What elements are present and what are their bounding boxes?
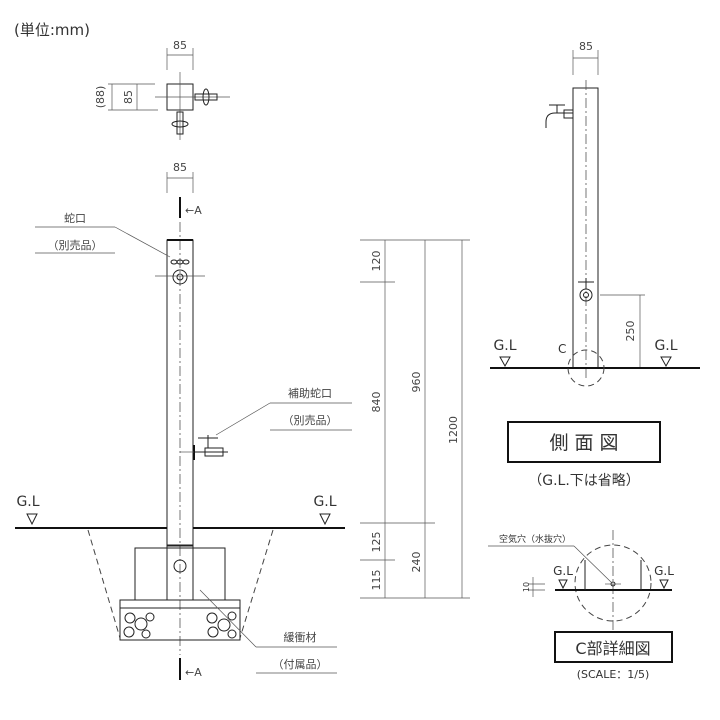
plan-width-dim: 85 bbox=[173, 39, 187, 52]
faucet-label: 蛇口 bbox=[64, 211, 86, 225]
faucet-note: （別売品） bbox=[48, 239, 103, 252]
unit-label: (単位:mm) bbox=[14, 21, 90, 39]
height-dimensions: 120 840 125 115 960 240 1200 bbox=[360, 239, 470, 599]
side-ground-level-left: G.L bbox=[493, 338, 516, 354]
aux-faucet-icon bbox=[180, 435, 228, 460]
dim-120: 120 bbox=[370, 251, 383, 272]
front-view: 85 ←A ←A 蛇口 （別売品） 補助蛇口 （別売品） G.L G.L bbox=[15, 161, 352, 680]
faucet-icon bbox=[155, 259, 205, 285]
foundation bbox=[119, 545, 241, 641]
dim-10: 10 bbox=[522, 582, 531, 592]
aux-faucet-note: （別売品） bbox=[283, 414, 338, 427]
dim-840: 840 bbox=[370, 392, 383, 413]
ground-level-left: G.L bbox=[16, 494, 39, 510]
plan-depth-dim: 85 bbox=[122, 90, 135, 104]
dim-1200: 1200 bbox=[447, 416, 460, 444]
detail-ground-level-left: G.L bbox=[553, 564, 573, 578]
side-view: 85 250 G.L G.L C 側 面 図 （G.L.下は省略） bbox=[490, 40, 700, 489]
detail-scale: (SCALE：1/5) bbox=[577, 668, 650, 681]
air-hole-label: 空気穴（水抜穴） bbox=[499, 533, 571, 545]
aux-faucet-icon bbox=[578, 278, 594, 302]
dim-960: 960 bbox=[410, 372, 423, 393]
dim-115: 115 bbox=[370, 570, 383, 591]
front-width-dim: 85 bbox=[173, 161, 187, 174]
plan-view: 85 (88) 85 bbox=[94, 39, 230, 140]
side-view-title-box bbox=[507, 421, 661, 463]
detail-title-box bbox=[554, 631, 673, 663]
faucet-icon bbox=[545, 104, 574, 128]
detail-title: C部詳細図 bbox=[575, 639, 650, 658]
detail-c: 空気穴（水抜穴） G.L G.L 10 C部詳細図 (SCALE：1/5) bbox=[488, 530, 674, 681]
section-mark-top: ←A bbox=[185, 204, 202, 217]
detail-ground-level-right: G.L bbox=[654, 564, 674, 578]
side-ground-level-right: G.L bbox=[654, 338, 677, 354]
detail-c-mark: C bbox=[558, 342, 566, 356]
cushion-label: 緩衝材 bbox=[284, 630, 317, 644]
ground-level-right: G.L bbox=[313, 494, 336, 510]
side-view-title: 側 面 図 bbox=[549, 432, 618, 454]
aux-faucet-label: 補助蛇口 bbox=[288, 386, 332, 400]
dim-250: 250 bbox=[624, 321, 637, 342]
faucet-icon bbox=[171, 88, 218, 135]
side-view-note: （G.L.下は省略） bbox=[528, 473, 640, 489]
dim-125: 125 bbox=[370, 532, 383, 553]
cushion-note: （付属品） bbox=[273, 658, 328, 671]
dim-240: 240 bbox=[410, 552, 423, 573]
section-mark-bottom: ←A bbox=[185, 666, 202, 679]
plan-depth-paren-dim: (88) bbox=[94, 86, 107, 109]
side-width-dim: 85 bbox=[579, 40, 593, 53]
